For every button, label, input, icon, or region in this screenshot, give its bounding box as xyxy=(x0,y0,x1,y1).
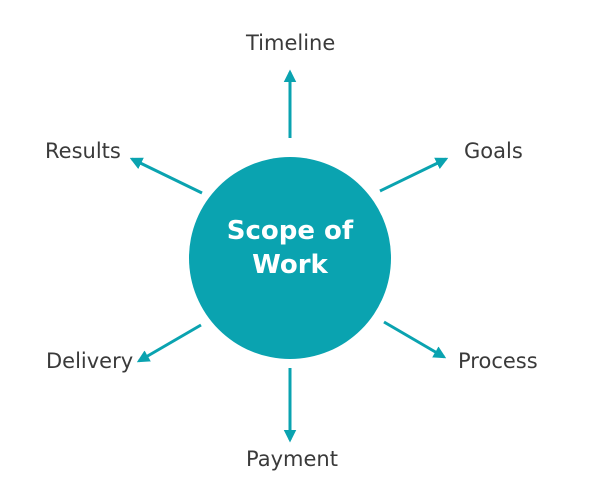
label-process: Process xyxy=(458,349,538,373)
arrow-delivery xyxy=(136,323,202,363)
label-results: Results xyxy=(45,139,121,163)
label-delivery: Delivery xyxy=(46,349,134,373)
arrow-results xyxy=(129,157,203,195)
center-circle xyxy=(189,157,391,359)
label-timeline: Timeline xyxy=(246,31,336,55)
center-title-line2: Work xyxy=(252,250,328,280)
center-title-line1: Scope of xyxy=(226,216,354,246)
arrow-goals xyxy=(379,157,449,193)
label-goals: Goals xyxy=(464,139,523,163)
label-payment: Payment xyxy=(246,447,338,471)
arrow-process xyxy=(383,320,447,359)
center-title: Scope of Work xyxy=(190,214,390,282)
